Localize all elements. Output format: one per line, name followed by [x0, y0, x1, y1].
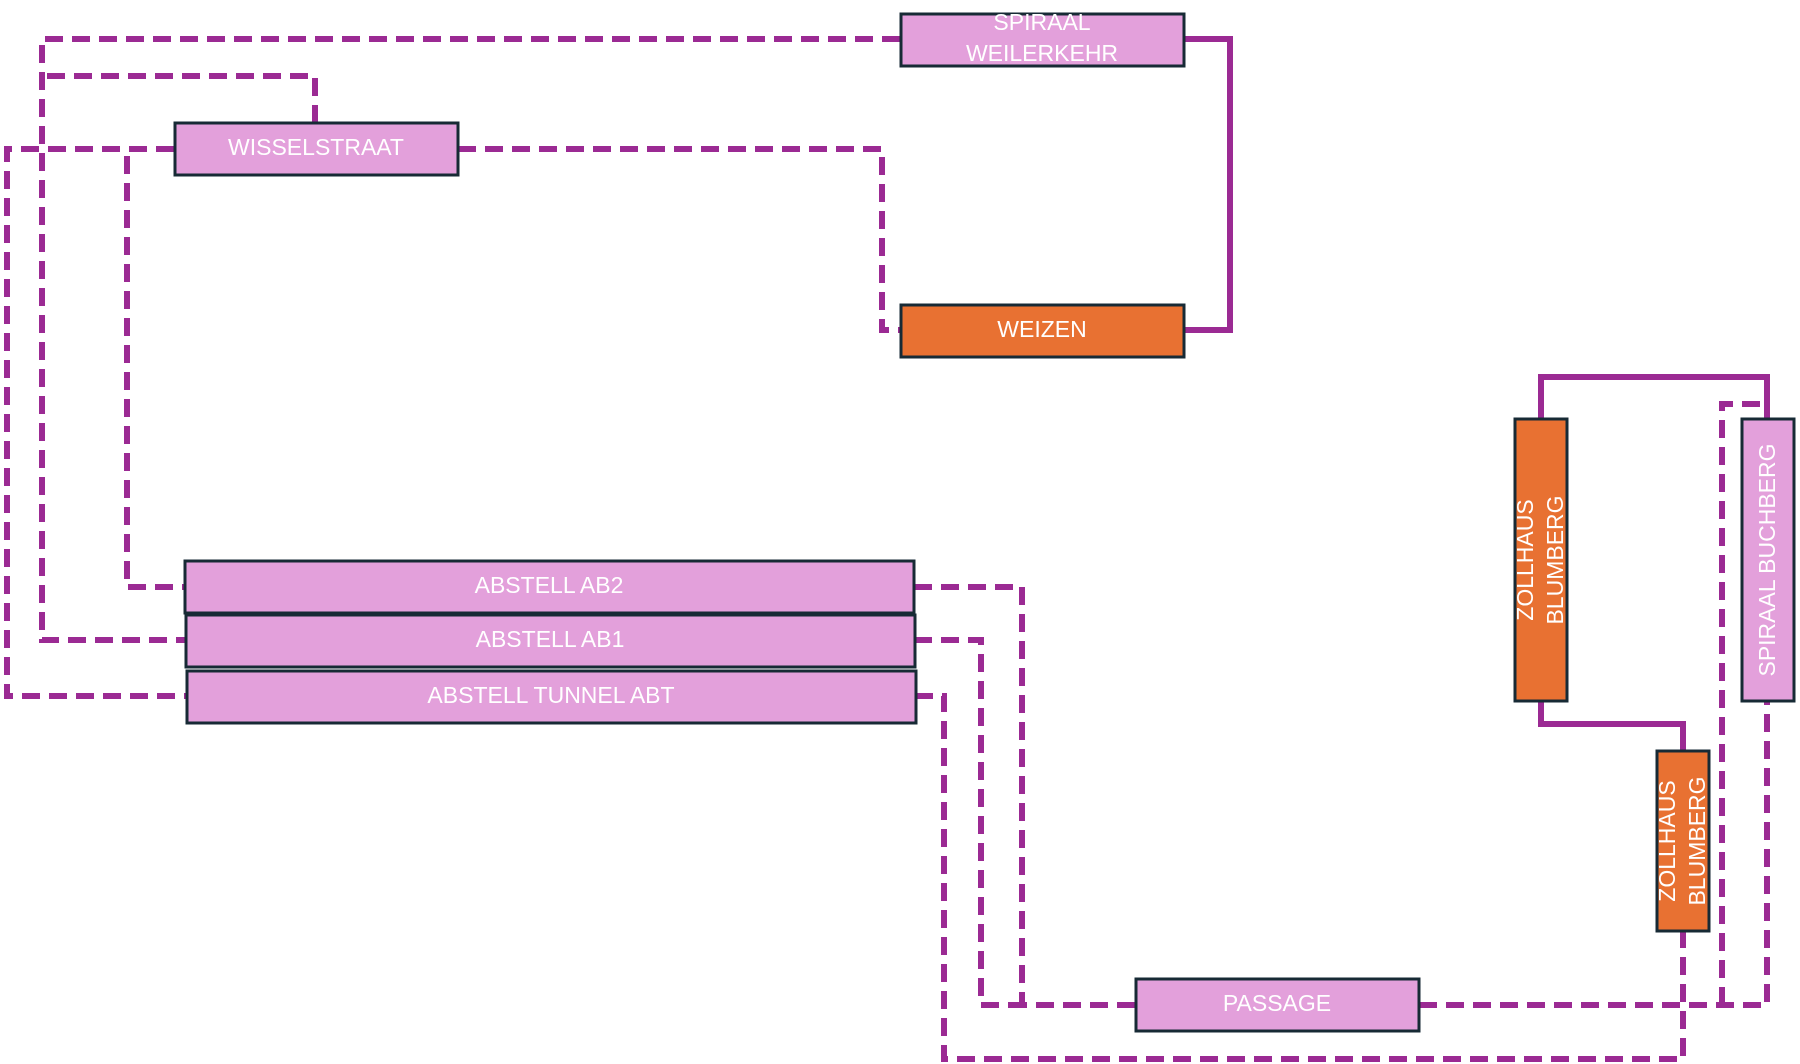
node-label: WEIZEN — [997, 316, 1086, 342]
node-box — [899, 303, 1186, 359]
connector-spiraal-weilerkehr-weizen — [1185, 36, 1233, 333]
node-label-line2: BLUMBERG — [1542, 495, 1568, 624]
node-label-line2: BLUMBERG — [1684, 776, 1710, 905]
node-zollhaus-blumberg-lower: ZOLLHAUS BLUMBERG — [1654, 749, 1711, 933]
node-box — [1740, 417, 1796, 703]
node-label: SPIRAAL BUCHBERG — [1754, 443, 1780, 676]
node-spiraal-buchberg: SPIRAAL BUCHBERG — [1740, 417, 1796, 703]
node-label-line1: SPIRAAL — [993, 9, 1090, 35]
connector-abstell-ab1-passage — [914, 637, 1022, 1008]
node-wisselstraat: WISSELSTRAAT — [173, 121, 460, 177]
node-spiraal-weilerkehr: SPIRAAL WEILERKEHR — [899, 9, 1186, 68]
node-label-line1: ZOLLHAUS — [1512, 499, 1538, 620]
node-weizen: WEIZEN — [899, 303, 1186, 359]
node-box — [1134, 977, 1421, 1033]
connector-zollhaus-blumberg-1-zollhaus-blumberg-2 — [1538, 701, 1686, 751]
connector-layer — [4, 36, 1770, 1062]
connector-wisselstraat-top-loop — [42, 73, 318, 123]
node-abstell-ab1: ABSTELL AB1 — [184, 613, 917, 669]
node-abstell-tunnel-abt: ABSTELL TUNNEL ABT — [185, 669, 918, 725]
node-label-line1: ZOLLHAUS — [1654, 780, 1680, 901]
connector-abstell-ab2-passage — [914, 584, 1135, 1008]
node-label: ABSTELL AB2 — [475, 572, 624, 598]
connector-abstell-tunnel-abt-zollhaus-blumberg-2 — [915, 693, 1686, 1062]
connector-wisselstraat-abstell-ab2 — [124, 146, 184, 590]
connector-passage-spiraal-buchberg-outer — [1419, 701, 1770, 1008]
node-box — [184, 613, 917, 669]
node-label: ABSTELL TUNNEL ABT — [427, 682, 674, 708]
node-layer: SPIRAAL WEILERKEHR WISSELSTRAAT WEIZEN A… — [173, 9, 1796, 1033]
node-label: PASSAGE — [1223, 990, 1331, 1016]
connector-zollhaus-blumberg-1-spiraal-buchberg — [1538, 374, 1770, 418]
node-box — [1513, 417, 1569, 703]
connector-wisselstraat-abstell-tunnel-abt — [4, 146, 186, 699]
node-box — [1655, 749, 1711, 933]
node-zollhaus-blumberg-upper: ZOLLHAUS BLUMBERG — [1512, 417, 1569, 703]
node-label-line2: WEILERKEHR — [966, 40, 1118, 66]
connector-wisselstraat-weizen — [458, 146, 900, 333]
node-abstell-ab2: ABSTELL AB2 — [183, 559, 916, 615]
node-label: WISSELSTRAAT — [228, 134, 404, 160]
node-box — [183, 559, 916, 615]
node-box — [185, 669, 918, 725]
node-label: ABSTELL AB1 — [476, 626, 625, 652]
node-box — [899, 12, 1186, 68]
connector-spiraal-weilerkehr-abstell-ab1 — [39, 36, 900, 643]
node-passage: PASSAGE — [1134, 977, 1421, 1033]
node-box — [173, 121, 460, 177]
